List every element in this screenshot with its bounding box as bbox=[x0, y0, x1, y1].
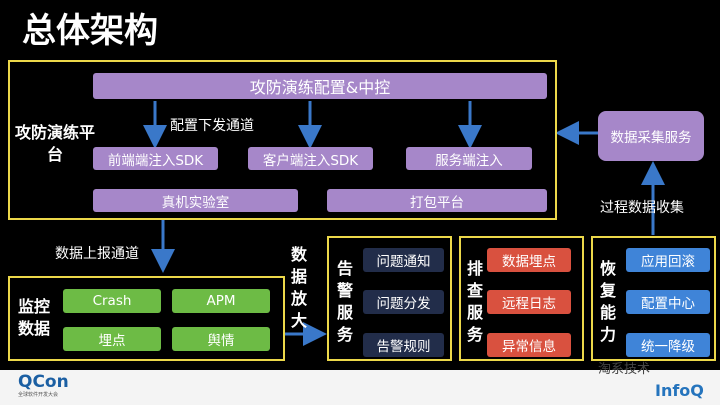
alert-notify: 问题通知 bbox=[363, 248, 444, 272]
debug-frame bbox=[459, 236, 584, 361]
debug-exception: 异常信息 bbox=[487, 333, 571, 357]
recover-frame bbox=[591, 236, 716, 361]
recover-rollback: 应用回滚 bbox=[626, 248, 710, 272]
debug-remote-log: 远程日志 bbox=[487, 290, 571, 314]
monitor-label: 监控数据 bbox=[17, 297, 50, 338]
collect-label: 过程数据收集 bbox=[600, 200, 684, 216]
monitor-sentiment: 舆情 bbox=[172, 327, 270, 351]
debug-tracking: 数据埋点 bbox=[487, 248, 571, 272]
config-channel-label: 配置下发通道 bbox=[170, 118, 254, 134]
device-lab-box: 真机实验室 bbox=[93, 189, 298, 212]
amplify-label: 数据放大 bbox=[290, 245, 307, 330]
monitor-frame bbox=[8, 276, 285, 361]
config-control-box: 攻防演练配置&中控 bbox=[93, 73, 547, 99]
recover-label: 恢复能力 bbox=[599, 259, 616, 344]
platform-frame bbox=[8, 60, 557, 220]
infoq-logo: InfoQ bbox=[655, 381, 704, 400]
wechat-watermark: 淘系技术 bbox=[598, 362, 651, 377]
recover-config-center: 配置中心 bbox=[626, 290, 710, 314]
server-inject-box: 服务端注入 bbox=[406, 147, 532, 170]
alert-dispatch: 问题分发 bbox=[363, 290, 444, 314]
monitor-apm: APM bbox=[172, 289, 270, 313]
frontend-sdk-box: 前端端注入SDK bbox=[93, 147, 218, 170]
monitor-tracking: 埋点 bbox=[63, 327, 161, 351]
monitor-crash: Crash bbox=[63, 289, 161, 313]
page-title: 总体架构 bbox=[22, 11, 158, 51]
client-sdk-box: 客户端注入SDK bbox=[248, 147, 373, 170]
recover-degrade: 统一降级 bbox=[626, 333, 710, 357]
debug-label: 排查服务 bbox=[466, 259, 483, 344]
packaging-box: 打包平台 bbox=[327, 189, 547, 212]
qcon-logo: QCon bbox=[18, 372, 69, 392]
alert-label: 告警服务 bbox=[336, 259, 353, 344]
report-channel-label: 数据上报通道 bbox=[55, 246, 139, 262]
alert-frame bbox=[327, 236, 452, 361]
qcon-subtitle: 全球软件开发大会 bbox=[18, 392, 59, 398]
data-collect-service: 数据采集服务 bbox=[598, 111, 704, 161]
platform-label: 攻防演练平台 bbox=[14, 123, 95, 164]
alert-rules: 告警规则 bbox=[363, 333, 444, 357]
footer-bar bbox=[0, 370, 720, 405]
